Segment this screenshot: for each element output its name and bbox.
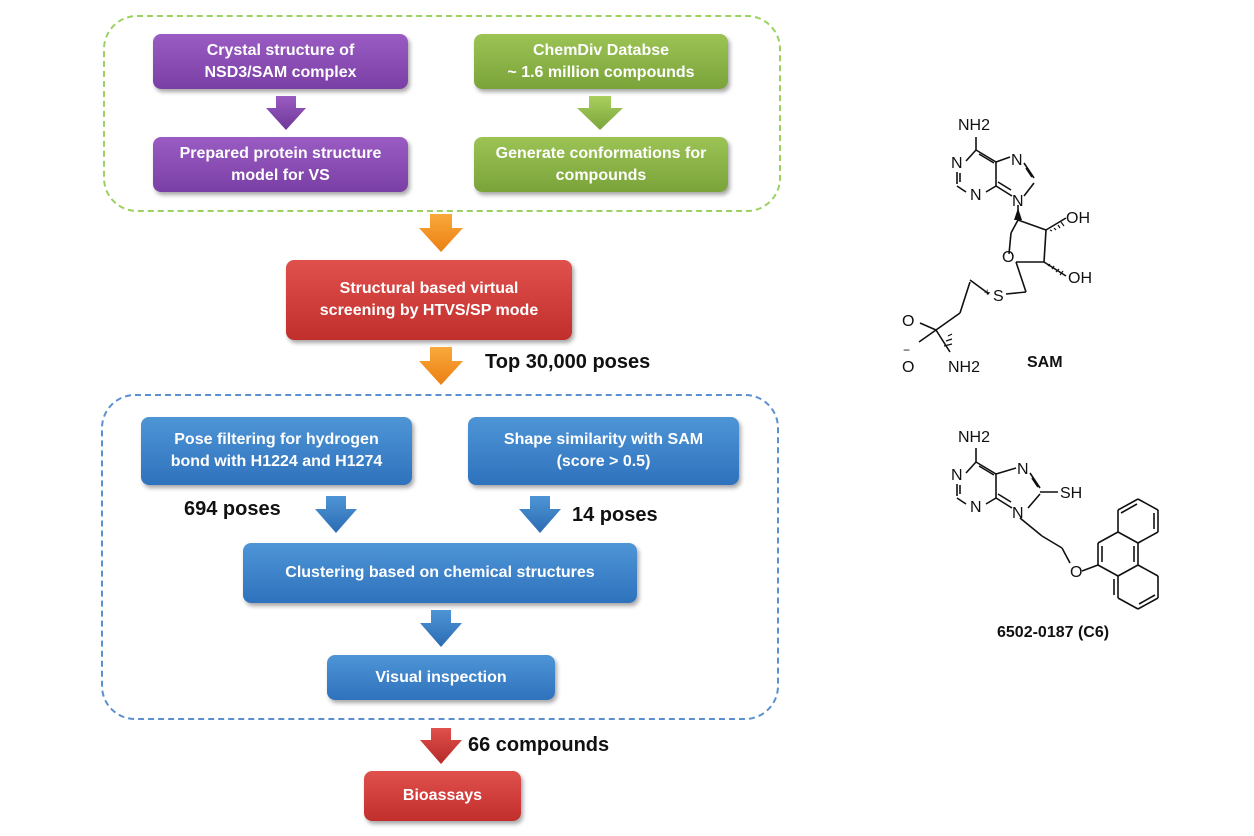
sam-carbonyl-o: O [902,313,914,330]
virtual-screening-text: Structural based virtual screening by HT… [319,280,539,319]
filtering-group [101,394,779,720]
c6-oxygen: O [1070,564,1082,581]
arrow-down-icon [419,347,463,385]
sam-carboxylate-o: O [902,359,914,376]
arrow-down-icon [315,496,357,533]
clustering-text: Clustering based on chemical structures [285,564,595,581]
c6-atom-labels: NH2 N N N N SH O [951,429,1082,581]
sam-atom-labels: NH2 N N N N O OH OH S + O O − NH2 [902,117,1092,376]
compounds-66-label: 66 compounds [468,734,610,756]
top-poses-label: Top 30,000 poses [485,351,651,373]
c6-n3: N [970,499,982,516]
sam-n7: N [1011,152,1023,169]
pose-filtering-box: Pose filtering for hydrogen bond with H1… [141,417,412,485]
visual-inspection-text: Visual inspection [375,668,507,686]
sam-n9: N [1012,193,1024,210]
arrow-down-icon [420,728,462,764]
arrow-down-icon [519,496,561,533]
poses-694-label: 694 poses [184,498,281,520]
sam-amine: NH2 [948,359,980,376]
bioassays-text: Bioassays [402,787,483,804]
sam-nh2-top: NH2 [958,117,990,134]
chemdiv-database-text: ChemDiv Databse ~ 1.6 million compounds [507,41,695,81]
arrow-down-icon [577,96,623,130]
arrow-down-icon [266,96,306,130]
sam-structure [918,137,1067,353]
sam-n3: N [970,187,982,204]
virtual-screening-box: Structural based virtual screening by HT… [286,260,572,340]
poses-14-label: 14 poses [572,504,658,526]
sam-name-label: SAM [1027,354,1063,371]
sam-oh1: OH [1066,210,1090,227]
c6-sh: SH [1060,485,1082,502]
sam-carboxylate-charge: − [903,343,910,357]
c6-n9: N [1012,505,1024,522]
prepared-protein-box: Prepared protein structure model for VS [153,137,408,192]
sam-sulfur-charge: + [984,287,990,299]
c6-name-label: 6502-0187 (C6) [997,624,1110,641]
sam-hash-bonds [943,221,1065,347]
clustering-box: Clustering based on chemical structures [243,543,637,603]
bioassays-box: Bioassays [364,771,521,821]
shape-similarity-text: Shape similarity with SAM (score > 0.5) [503,431,704,470]
preparation-group [103,15,781,212]
chemdiv-database-box: ChemDiv Databse ~ 1.6 million compounds [474,34,728,89]
generate-conformations-box: Generate conformations for compounds [474,137,728,192]
wedge-bond [1014,208,1022,220]
c6-nh2: NH2 [958,429,990,446]
sam-sulfur: S [993,288,1004,305]
sam-oh2: OH [1068,270,1092,287]
c6-n7: N [1017,461,1029,478]
pose-filtering-text: Pose filtering for hydrogen bond with H1… [170,431,383,470]
generate-conformations-text: Generate conformations for compounds [495,144,707,184]
crystal-structure-box: Crystal structure of NSD3/SAM complex [153,34,408,89]
c6-n1: N [951,467,963,484]
sam-ring-o: O [1002,249,1014,266]
arrow-down-icon [420,610,462,647]
visual-inspection-box: Visual inspection [327,655,555,700]
prepared-protein-text: Prepared protein structure model for VS [179,144,382,184]
crystal-structure-text: Crystal structure of NSD3/SAM complex [204,41,357,81]
sam-n1: N [951,155,963,172]
c6-structure [956,448,1159,610]
shape-similarity-box: Shape similarity with SAM (score > 0.5) [468,417,739,485]
arrow-down-icon [419,214,463,252]
